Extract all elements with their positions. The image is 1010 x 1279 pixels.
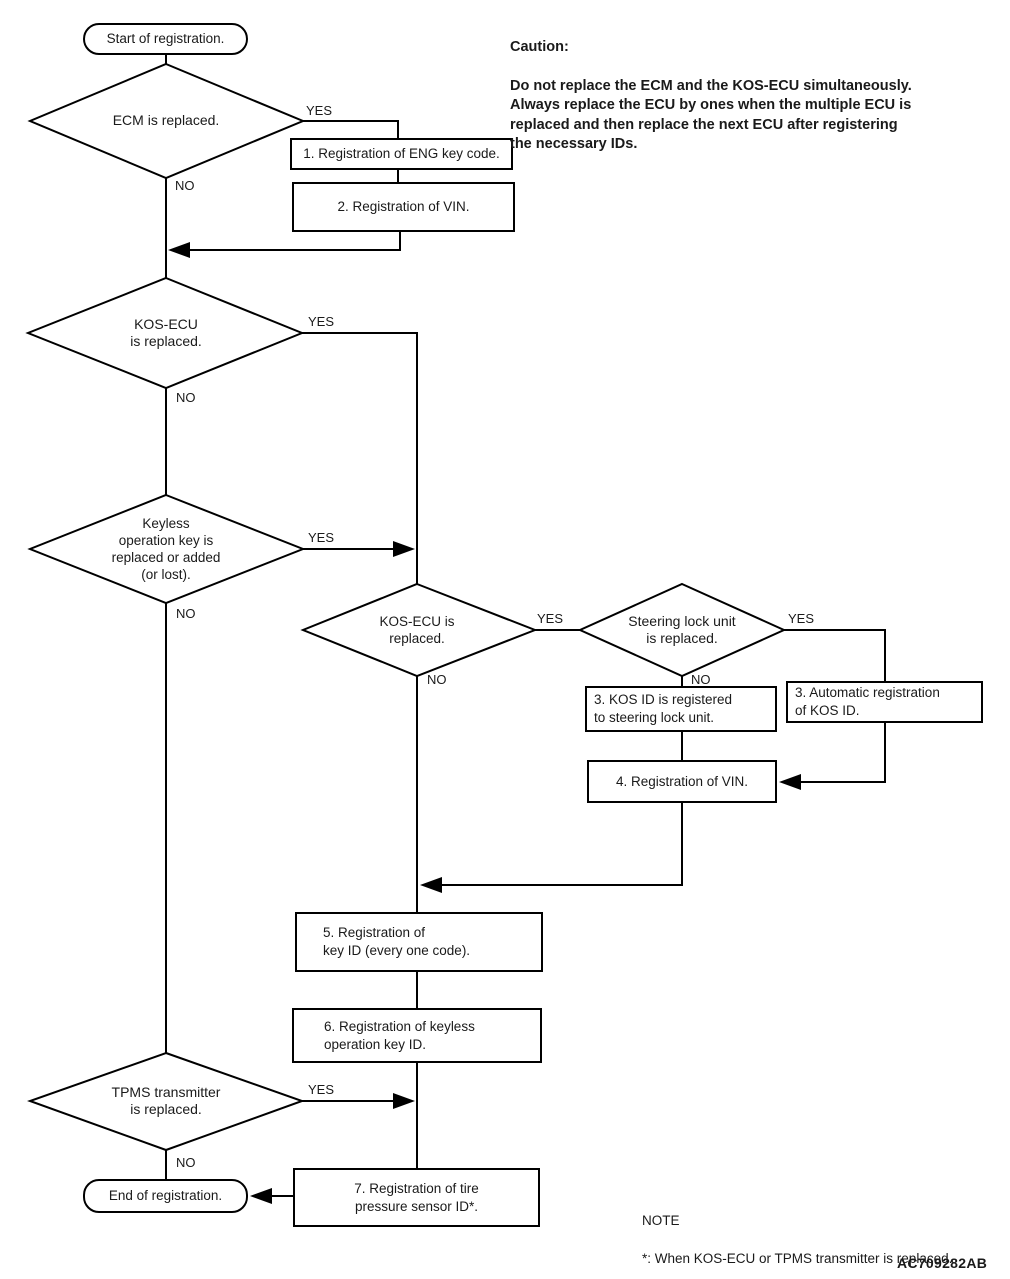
- start-terminal: Start of registration.: [83, 23, 248, 55]
- arrowhead-tpms-yes: [393, 1093, 415, 1109]
- steering-decision-label: Steering lock unit is replaced.: [628, 613, 736, 646]
- note-block: NOTE *: When KOS-ECU or TPMS transmitter…: [642, 1192, 952, 1279]
- step4-box: 4. Registration of VIN.: [587, 760, 777, 803]
- step1-box: 1. Registration of ENG key code.: [290, 138, 513, 170]
- step6-box: 6. Registration of keyless operation key…: [292, 1008, 542, 1063]
- tpms-yes-label: YES: [308, 1082, 335, 1097]
- step3-auto-box: 3. Automatic registration of KOS ID.: [786, 681, 983, 723]
- end-terminal: End of registration.: [83, 1179, 248, 1213]
- arrowhead-auto-step4: [779, 774, 801, 790]
- tpms-decision-diamond: [27, 1051, 305, 1152]
- step3-manual-box: 3. KOS ID is registered to steering lock…: [585, 686, 777, 732]
- arrowhead-step7-end: [250, 1188, 272, 1204]
- ecm-decision-diamond: [27, 62, 306, 180]
- note-body: *: When KOS-ECU or TPMS transmitter is r…: [642, 1251, 953, 1266]
- ecm-yes-label: YES: [306, 103, 333, 118]
- step2-box: 2. Registration of VIN.: [292, 182, 515, 232]
- steering-yes-label: YES: [788, 611, 815, 626]
- steering-decision-diamond: [577, 582, 787, 678]
- caution-body: Do not replace the ECM and the KOS-ECU s…: [510, 77, 912, 153]
- tpms-decision-label: TPMS transmitter is replaced.: [111, 1084, 221, 1117]
- ecm-decision-label: ECM is replaced.: [112, 112, 220, 128]
- kos2-no-label: NO: [427, 672, 447, 687]
- kos-no-label: NO: [176, 390, 196, 405]
- caution-title: Caution:: [510, 38, 569, 55]
- kos-ecu2-decision-diamond: [300, 582, 538, 678]
- ecm-no-label: NO: [175, 178, 195, 193]
- step5-box: 5. Registration of key ID (every one cod…: [295, 912, 543, 972]
- arrowhead-step4-return: [420, 877, 442, 893]
- keyless-decision-label: Keyless operation key is replaced or add…: [111, 516, 221, 582]
- arrowhead-keyless-yes: [393, 541, 415, 557]
- caution-block: Caution: Do not replace the ECM and the …: [510, 18, 1010, 174]
- tpms-no-label: NO: [176, 1155, 196, 1170]
- keyless-yes-label: YES: [308, 530, 335, 545]
- kos-ecu-decision-diamond: [25, 276, 305, 390]
- keyless-decision-diamond: [27, 493, 306, 605]
- arrowhead-step2-return: [168, 242, 190, 258]
- figure-code: AC709282AB: [897, 1255, 988, 1271]
- kos-ecu2-decision-label: KOS-ECU is replaced.: [379, 614, 455, 646]
- note-title: NOTE: [642, 1213, 680, 1228]
- kos2-yes-label: YES: [537, 611, 564, 626]
- kos-yes-label: YES: [308, 314, 335, 329]
- steering-no-label: NO: [691, 672, 711, 687]
- kos-ecu-decision-label: KOS-ECU is replaced.: [130, 316, 202, 349]
- keyless-no-label: NO: [176, 606, 196, 621]
- step7-box: 7. Registration of tire pressure sensor …: [293, 1168, 540, 1227]
